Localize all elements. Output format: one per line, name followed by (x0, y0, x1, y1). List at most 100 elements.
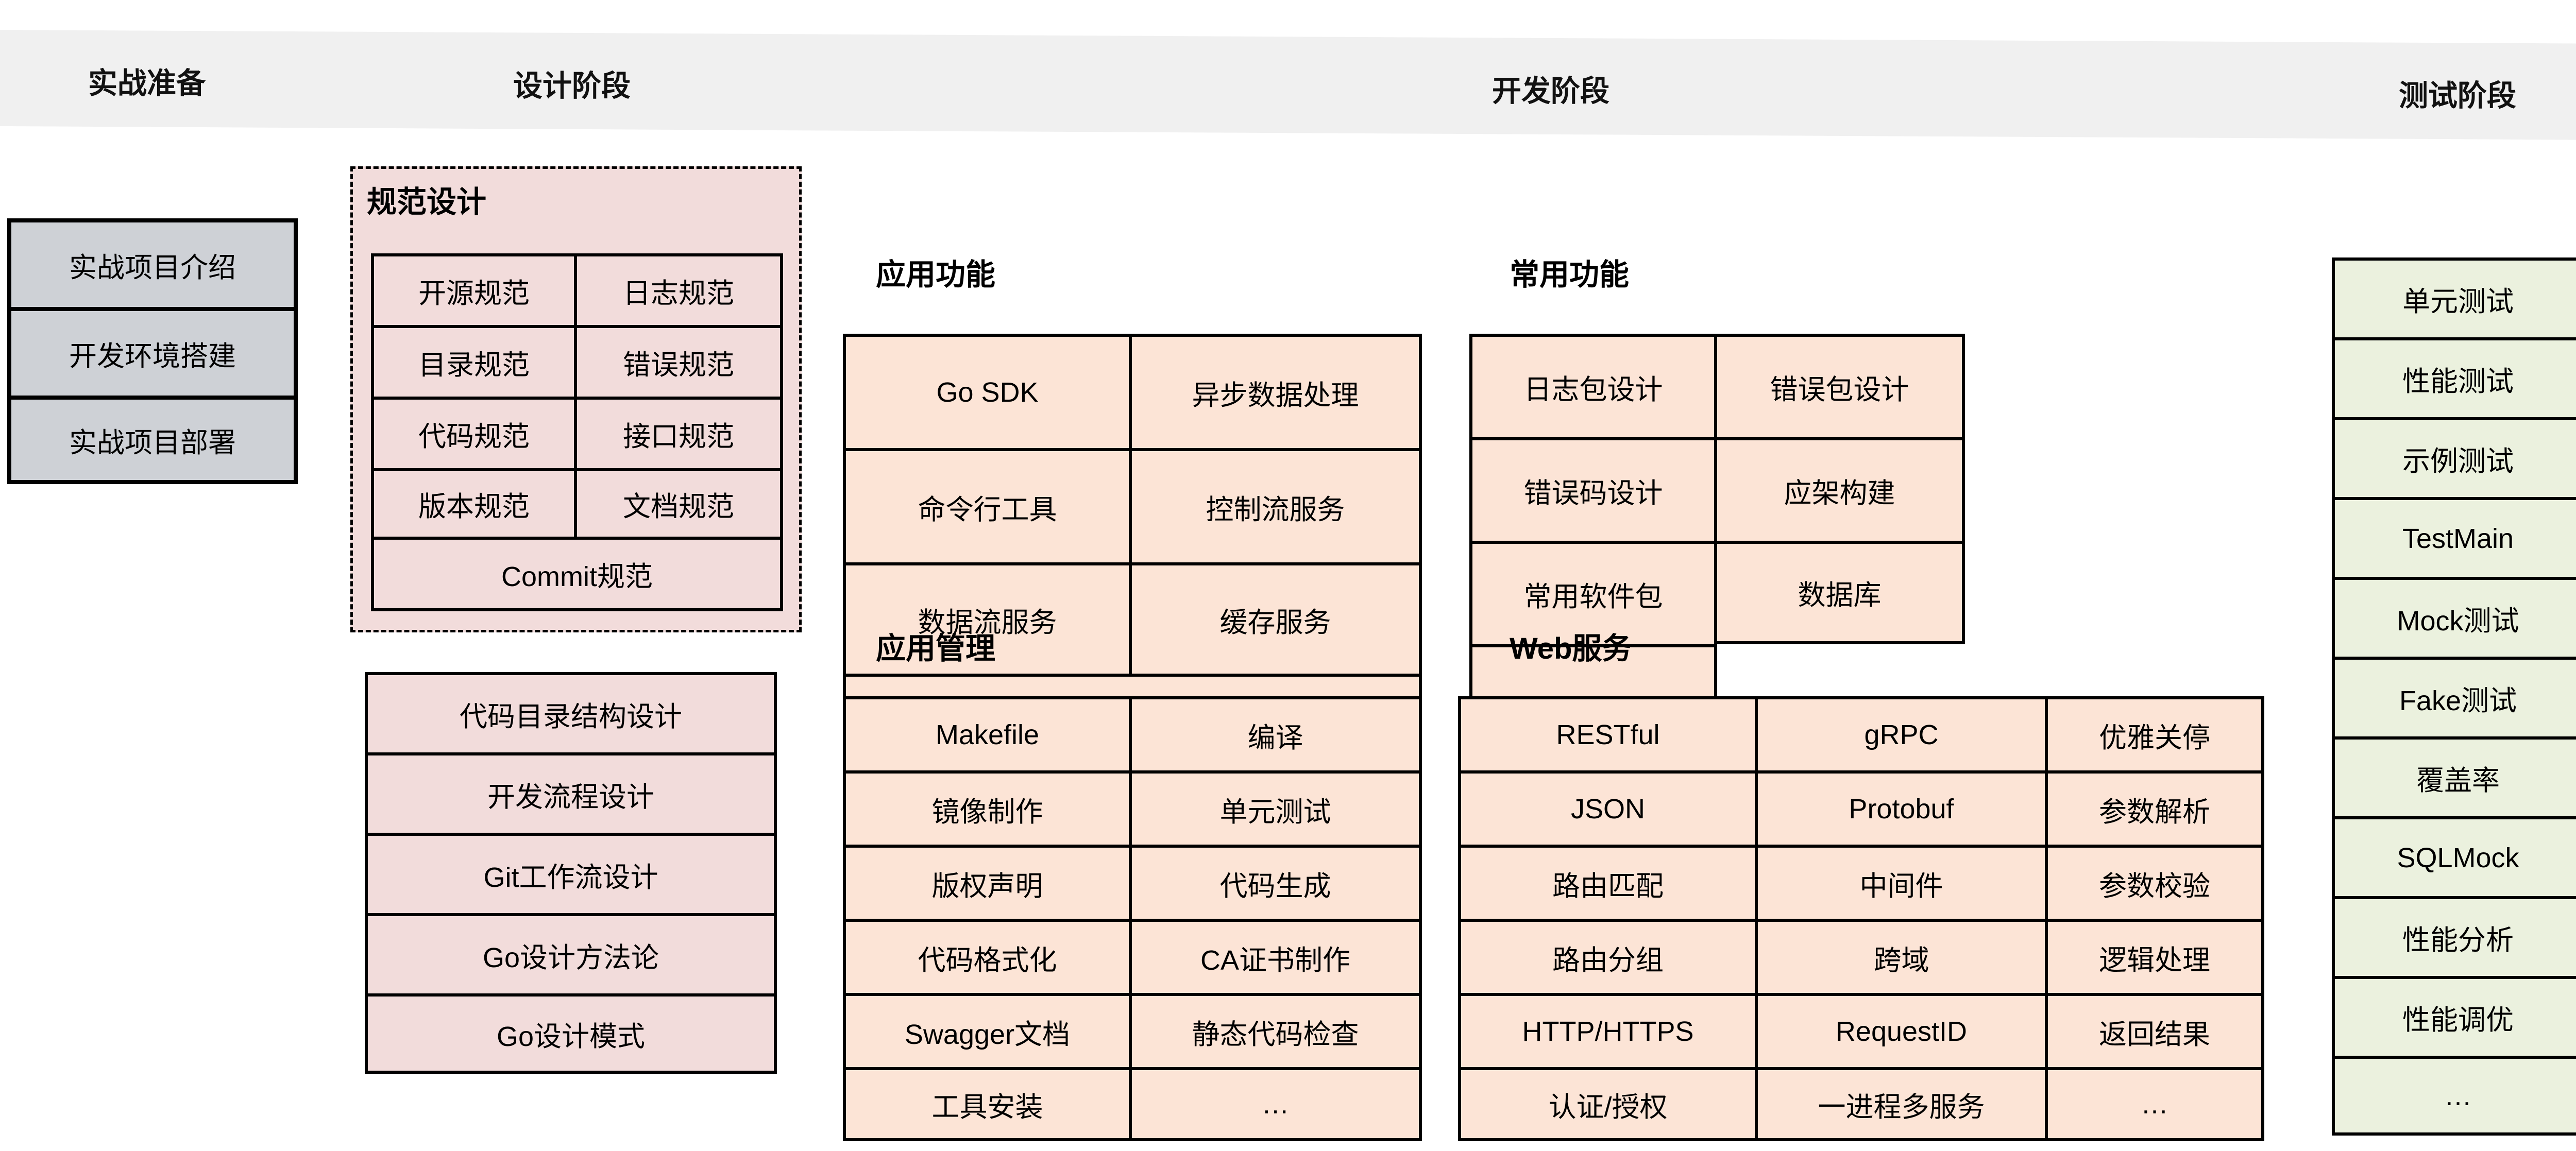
spec-cell-label: Commit规范 (501, 561, 653, 592)
web-service-cell: 路由匹配 (1458, 845, 1758, 919)
prep-box-label: 实战项目部署 (69, 427, 236, 458)
test-box-label: … (2444, 1080, 2472, 1111)
app-func-cell: 控制流服务 (1132, 448, 1422, 562)
app-func-col1: Go SDK 命令行工具数据流服务 (843, 334, 1132, 677)
web-service-title: Web服务 (1510, 632, 1632, 665)
app-func-cell-label: 控制流服务 (1206, 494, 1345, 525)
spec-cell-label: 文档规范 (623, 491, 734, 522)
web-service-cell-label: 认证/授权 (1548, 1091, 1668, 1123)
app-mgmt-cell: 代码格式化 (843, 919, 1132, 993)
design-box: Go设计方法论 (365, 913, 777, 993)
spec-cell: 错误规范 (577, 325, 783, 397)
design-box: 代码目录结构设计 (365, 672, 777, 752)
spec-cell: 开源规范 (371, 253, 577, 325)
app-mgmt-cell: Swagger文档 (843, 993, 1132, 1067)
app-mgmt-col1: Makefile 镜像制作版权声明代码格式化 Swagger文档工具安装 (843, 696, 1132, 1141)
phase-banner: 实战准备 设计阶段 开发阶段 测试阶段 部署阶段 Tips (0, 0, 2576, 216)
spec-cell-label: 开源规范 (418, 278, 530, 309)
test-box-label: SQLMock (2397, 842, 2519, 873)
test-box: 示例测试 (2332, 417, 2576, 497)
app-mgmt-cell-label: 编译 (1247, 722, 1303, 753)
common-func-cell-label: 数据库 (1798, 580, 1882, 611)
app-mgmt-cell: 静态代码检查 (1132, 993, 1422, 1067)
web-service-cell-label: 参数解析 (2099, 796, 2210, 828)
test-box-label: TestMain (2402, 523, 2514, 554)
phase-label-develop: 开发阶段 (1492, 75, 1609, 108)
app-func-cell-label: Go SDK (936, 377, 1039, 408)
web-service-cell-label: RESTful (1556, 719, 1660, 750)
web-service-cell-label: gRPC (1864, 719, 1939, 750)
spec-cell-label: 版本规范 (418, 491, 530, 522)
prep-box: 实战项目部署 (7, 396, 298, 484)
test-box: 单元测试 (2332, 257, 2576, 337)
web-service-cell: … (2048, 1067, 2264, 1141)
web-service-cell-label: 一进程多服务 (1818, 1091, 1985, 1123)
test-box-label: 单元测试 (2402, 286, 2514, 317)
common-func-col2: 错误包设计应架构建数据库 (1717, 334, 1965, 644)
web-service-cell: 返回结果 (2048, 993, 2264, 1067)
spec-cell: 日志规范 (577, 253, 783, 325)
web-service-cell-label: 优雅关停 (2099, 722, 2210, 753)
common-func-title: 常用功能 (1510, 258, 1630, 291)
test-box: TestMain (2332, 497, 2576, 577)
common-func-cell-label: 错误包设计 (1770, 374, 1909, 405)
app-mgmt-cell-label: 镜像制作 (931, 796, 1043, 828)
common-func-cell-label: 应架构建 (1784, 478, 1895, 509)
web-service-cell-label: 参数校验 (2099, 870, 2210, 902)
test-box: Mock测试 (2332, 577, 2576, 657)
test-box: 覆盖率 (2332, 736, 2576, 816)
common-func-cell: 日志包设计 (1469, 334, 1717, 437)
spec-cell: 目录规范 (371, 325, 577, 397)
web-service-cell-label: 路由匹配 (1552, 870, 1664, 902)
web-service-cell: 跨域 (1758, 919, 2048, 993)
design-box-label: 开发流程设计 (487, 781, 654, 813)
app-func-cell-label: 异步数据处理 (1192, 380, 1359, 411)
web-service-cell: 参数校验 (2048, 845, 2264, 919)
app-mgmt-cell-label: … (1261, 1089, 1290, 1120)
web-service-cell: RequestID (1758, 993, 2048, 1067)
web-service-cell-label: 路由分组 (1552, 944, 1664, 976)
app-mgmt-cell: Makefile (843, 696, 1132, 770)
design-box: Git工作流设计 (365, 833, 777, 913)
web-service-cell: JSON (1458, 770, 1758, 845)
app-mgmt-cell: 工具安装 (843, 1067, 1132, 1141)
test-box: 性能分析 (2332, 896, 2576, 976)
common-func-cell: 应架构建 (1717, 437, 1965, 541)
test-box: Fake测试 (2332, 657, 2576, 736)
web-service-cell-label: 中间件 (1859, 870, 1943, 902)
app-func-cell: 命令行工具 (843, 448, 1132, 562)
spec-cell: 代码规范 (371, 397, 577, 468)
spec-cell-label: 代码规范 (418, 421, 530, 452)
prep-box: 开发环境搭建 (7, 307, 298, 396)
flow-arrow-icon (0, 30, 2576, 140)
app-func-cell: Go SDK (843, 334, 1132, 448)
design-box-label: Go设计方法论 (482, 942, 659, 973)
app-func-title: 应用功能 (876, 258, 996, 291)
design-box-label: Git工作流设计 (483, 862, 658, 893)
design-box-label: Go设计模式 (496, 1021, 646, 1052)
design-stack: 代码目录结构设计开发流程设计 Git工作流设计 Go设计方法论 Go设计模式 (365, 672, 777, 1074)
prep-box-label: 开发环境搭建 (69, 340, 236, 372)
common-func-cell: 常用软件包 (1469, 541, 1717, 644)
test-box-label: 示例测试 (2402, 446, 2514, 477)
app-mgmt-cell-label: CA证书制作 (1200, 944, 1350, 976)
app-func-cell-label: 命令行工具 (918, 494, 1057, 525)
web-service-cell-label: 跨域 (1873, 944, 1929, 976)
spec-cell-label: 日志规范 (623, 278, 734, 309)
app-mgmt-cell: 单元测试 (1132, 770, 1422, 845)
design-box: Go设计模式 (365, 993, 777, 1074)
app-mgmt-cell-label: 代码格式化 (918, 944, 1057, 976)
spec-cell: 接口规范 (577, 397, 783, 468)
app-mgmt-cell-label: 代码生成 (1219, 870, 1331, 902)
app-mgmt-cell: 版权声明 (843, 845, 1132, 919)
common-func-col1: 日志包设计错误码设计常用软件包… (1469, 334, 1717, 748)
app-mgmt-cell: 代码生成 (1132, 845, 1422, 919)
test-box-label: Fake测试 (2399, 685, 2517, 716)
app-mgmt-col2: 编译单元测试代码生成 CA证书制作静态代码检查 … (1132, 696, 1422, 1141)
app-mgmt-cell-label: Makefile (935, 719, 1040, 750)
common-func-cell: 错误包设计 (1717, 334, 1965, 437)
app-func-cell: 数据流服务 (843, 562, 1132, 677)
